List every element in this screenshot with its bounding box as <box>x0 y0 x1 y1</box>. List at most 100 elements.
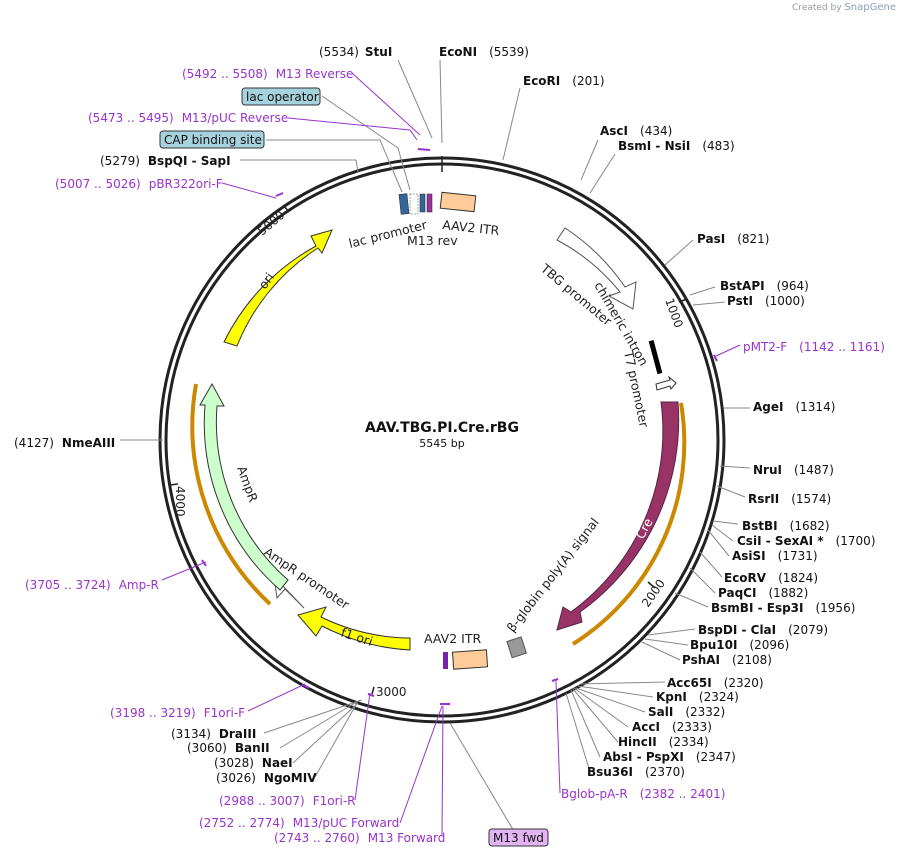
site-bspdi-clai: BspDI - ClaI (2079) <box>698 623 828 637</box>
label-aav2-itr-bottom: AAV2 ITR <box>424 631 481 646</box>
site-rsrii: RsrII (1574) <box>748 492 831 506</box>
primer-m13puc-forward-range: (2752 .. 2774) <box>199 816 285 830</box>
site-labels: (5534)StuI EcoNI(5539) EcoRI(201) AscI(4… <box>14 45 876 785</box>
site-acc65i-pos: (2320) <box>724 676 764 690</box>
lac-operator-box <box>419 193 426 213</box>
snapgene-logo: SnapGene <box>844 2 896 13</box>
site-psti-pos: (1000) <box>765 294 805 308</box>
site-absi-pspxi: AbsI - PspXI(2347) <box>603 750 736 764</box>
plasmid-name: AAV.TBG.PI.Cre.rBG <box>365 420 519 436</box>
primer-m13-forward-name: M13 Forward <box>368 831 446 845</box>
cap-binding-site-label: CAP binding site <box>164 133 262 147</box>
site-paqci: PaqCI(1882) <box>718 586 808 600</box>
primer-m13-forward-range: (2743 .. 2760) <box>274 831 360 845</box>
primer-amp-r-name: Amp-R <box>119 578 159 592</box>
site-ngomiv: (3026)NgoMIV <box>216 771 317 785</box>
site-nrui: NruI(1487) <box>753 463 834 477</box>
primer-lines <box>161 72 741 837</box>
m13-fwd-label: M13 fwd <box>493 831 544 845</box>
plasmid-length: 5545 bp <box>419 437 464 450</box>
site-ecori: EcoRI(201) <box>523 74 605 88</box>
f1-ori-arrow <box>297 606 411 651</box>
label-ori: ori <box>255 270 277 292</box>
aav2-itr-bottom <box>451 649 489 670</box>
site-rsrii-name: RsrII <box>748 492 779 506</box>
site-sali-name: SalI <box>648 705 673 719</box>
boxed-labels: lac operator CAP binding site M13 fwd <box>159 87 549 847</box>
primer-labels: (5492 .. 5508)M13 Reverse (5473 .. 5495)… <box>25 67 885 845</box>
label-ampr: AmpR <box>234 464 261 505</box>
site-acci-name: AccI <box>632 720 660 734</box>
beta-globin-polya <box>506 636 528 659</box>
primer-pmt2-f: pMT2-F(1142 .. 1161) <box>743 340 885 354</box>
site-bsmi-nsii-pos: (483) <box>702 139 734 153</box>
site-ecori-name: EcoRI <box>523 74 560 88</box>
site-bspqi-sapi-name: BspQI - SapI <box>148 154 231 168</box>
primer-pbr322ori-f-range: (5007 .. 5026) <box>55 177 141 191</box>
aav2-itr-top <box>439 191 477 213</box>
aav2-itr-bottom-mark <box>443 652 448 669</box>
site-absi-pspxi-pos: (2347) <box>696 750 736 764</box>
site-draiii: (3134) DraIII <box>171 727 256 741</box>
site-bstapi-pos: (964) <box>777 279 809 293</box>
site-sali: SalI(2332) <box>648 705 725 719</box>
site-bstapi: BstAPI(964) <box>720 279 809 293</box>
site-psti-name: PstI <box>727 294 753 308</box>
primer-m13-reverse-name: M13 Reverse <box>276 67 354 81</box>
ori-arrow <box>223 229 333 347</box>
site-pshai: PshAI(2108) <box>682 653 772 667</box>
primer-m13puc-reverse-name: M13/pUC Reverse <box>182 111 289 125</box>
site-asisi-pos: (1731) <box>778 549 818 563</box>
site-bspdi-clai-pos: (2079) <box>788 623 828 637</box>
tick-3000: 3000 <box>376 685 407 699</box>
primer-f1ori-f: (3198 .. 3219)F1ori-F <box>110 706 245 720</box>
leader-lines <box>120 59 751 834</box>
site-nrui-pos: (1487) <box>794 463 834 477</box>
site-bsu36i: Bsu36I(2370) <box>587 765 685 779</box>
site-nmeaiii-name: NmeAIII <box>62 436 115 450</box>
tbg-promoter-arrow <box>556 227 637 310</box>
site-agei: AgeI (1314) <box>753 400 835 414</box>
site-asisi-name: AsiSI <box>732 549 766 563</box>
site-rsrii-pos: (1574) <box>791 492 831 506</box>
primer-ampr-mark <box>201 559 207 567</box>
site-ecorv-name: EcoRV <box>724 571 767 585</box>
chimeric-intron <box>648 340 663 375</box>
cre-arrow <box>556 401 680 631</box>
site-asci-pos: (434) <box>640 124 672 138</box>
site-bsmi-nsii-name: BsmI - NsiI <box>618 139 690 153</box>
credit-prefix: Created by <box>792 3 842 13</box>
primer-f1ori-f-mark <box>301 683 310 689</box>
primer-m13puc-forward-name: M13/pUC Forward <box>293 816 400 830</box>
site-draiii-name: DraIII <box>219 727 256 741</box>
site-agei-pos: (1314) <box>795 400 835 414</box>
site-bsmbi-esp3i-pos: (1956) <box>815 601 855 615</box>
site-kpni-pos: (2324) <box>699 690 739 704</box>
primer-bglob-pa-r-name: Bglob-pA-R <box>561 787 628 801</box>
site-nmeaiii-pos: (4127) <box>14 436 54 450</box>
site-bspdi-clai-name: BspDI - ClaI <box>698 623 776 637</box>
primer-m13puc-forward: (2752 .. 2774) M13/pUC Forward <box>199 816 399 830</box>
site-bstbi-pos: (1682) <box>790 519 830 533</box>
primer-bglob-pa-r-range: (2382 .. 2401) <box>640 787 726 801</box>
tick-4000: 4000 <box>173 486 187 517</box>
primer-pbr322ori-f: (5007 .. 5026)pBR322ori-F <box>55 177 223 191</box>
primer-m13-reverse: (5492 .. 5508)M13 Reverse <box>182 67 353 81</box>
site-hincii-name: HincII <box>618 735 657 749</box>
site-bstbi-name: BstBI <box>742 519 778 533</box>
site-bsu36i-pos: (2370) <box>645 765 685 779</box>
site-bsmbi-esp3i: BsmBI - Esp3I(1956) <box>711 601 855 615</box>
site-pasi: PasI(821) <box>697 232 769 246</box>
ampr-outline <box>190 383 272 606</box>
snapgene-credit: Created by SnapGene <box>792 2 896 13</box>
primer-m13puc-reverse-range: (5473 .. 5495) <box>88 111 174 125</box>
primer-f1ori-f-name: F1ori-F <box>204 706 245 720</box>
site-bpu10i-pos: (2096) <box>749 638 789 652</box>
site-draiii-pos: (3134) <box>171 727 211 741</box>
site-kpni: KpnI (2324) <box>656 690 739 704</box>
features <box>190 191 687 670</box>
site-kpni-name: KpnI <box>656 690 687 704</box>
site-agei-name: AgeI <box>753 400 783 414</box>
site-banii-name: BanII <box>235 741 270 755</box>
